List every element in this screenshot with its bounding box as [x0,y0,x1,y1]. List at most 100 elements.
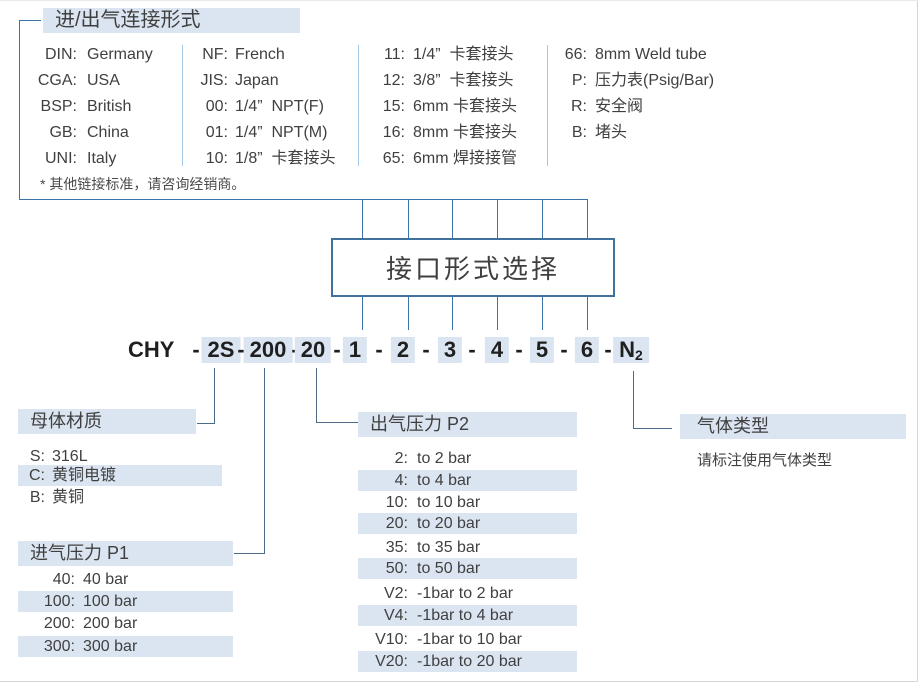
connector-stub [497,199,498,238]
model-code-dash: - [468,337,476,362]
option-label: to 50 bar [417,560,481,577]
connection-option: R:安全阀 [560,94,714,120]
option-label: -1bar to 2 bar [417,585,514,602]
elbow-line-outlet [316,422,358,423]
connector-stub [542,199,543,238]
connector-stub [452,297,453,330]
option-code: 12: [382,72,405,89]
outlet-pressure-option: V10:-1bar to 10 bar [358,629,577,650]
option-label: 黄铜 [52,489,85,506]
option-code: UNI: [45,150,77,167]
model-code-dash: - [560,337,568,362]
option-code: V20: [375,653,408,670]
outlet-pressure-option: 35:to 35 bar [358,537,577,558]
option-label: 8mm 卡套接头 [413,124,518,141]
option-code: V10: [375,631,408,648]
model-code-dash: - [422,337,430,362]
bracket-line [19,20,20,199]
interface-selection-label: 接口形式选择 [385,254,560,284]
elbow-line-gas [633,371,634,428]
option-label: Japan [235,72,279,89]
material-option: S:316L [18,446,222,467]
connection-option: CGA:USA [32,68,153,94]
option-label: 316L [52,448,88,465]
option-code: V2: [383,585,408,602]
connection-option: NF:French [198,42,335,68]
model-code-port-6: 6 [574,337,600,363]
option-code: 40: [52,571,75,588]
option-code: 20: [385,515,408,532]
connector-stub [587,199,588,238]
option-label: 压力表(Psig/Bar) [595,72,715,89]
option-label: 堵头 [595,124,628,141]
connector-stub [452,199,453,238]
outlet-pressure-option: 50:to 50 bar [358,558,577,579]
model-code-dash: - [333,337,341,362]
connection-option: UNI:Italy [32,146,153,172]
outlet-pressure-section-title: 出气压力 P2 [358,412,577,437]
option-label: to 4 bar [417,472,472,489]
model-code-outlet-pressure: 20 [294,337,332,363]
connection-option: 11:1/4” 卡套接头 [372,42,517,68]
outlet-pressure-option: V4:-1bar to 4 bar [358,605,577,626]
option-label: 1/4” NPT(M) [235,124,328,141]
option-label: 1/4” NPT(F) [235,98,324,115]
elbow-line-inlet [264,368,265,554]
option-label: 6mm 焊接接管 [413,150,518,167]
connection-option: 00:1/4” NPT(F) [198,94,335,120]
model-code-gas-type: N2 [613,337,649,363]
option-code: 01: [205,124,228,141]
connection-column-standards-2: NF:French JIS:Japan 00:1/4” NPT(F) 01: 1/… [198,42,335,172]
model-code-dash: - [515,337,523,362]
model-code-prefix: CHY [128,337,175,362]
option-code: 100: [43,593,75,610]
model-code-port-4: 4 [484,337,510,363]
option-code: C: [29,467,45,484]
connection-option: JIS:Japan [198,68,335,94]
option-code: 200: [43,615,75,632]
connection-option: BSP:British [32,94,153,120]
option-label: 1/4” 卡套接头 [413,46,514,63]
outlet-pressure-option: V20:-1bar to 20 bar [358,651,577,672]
material-option: B:黄铜 [18,487,222,508]
gas-type-section-title: 气体类型 [680,414,906,439]
option-label: 1/8” 卡套接头 [235,150,336,167]
model-code-inlet-pressure: 200 [243,337,293,363]
inlet-pressure-option: 300:300 bar [18,636,233,657]
connector-stub [587,297,588,330]
option-code: DIN: [45,46,77,63]
connection-option: 12:3/8” 卡套接头 [372,68,517,94]
bracket-line [19,199,588,200]
outlet-pressure-option: 4: to 4 bar [358,470,577,491]
column-separator [358,45,359,166]
connection-footnote: * 其他链接标准，请咨询经销商。 [40,176,246,192]
bracket-line [19,20,41,21]
connection-option: GB:China [32,120,153,146]
outlet-pressure-option: 20:to 20 bar [358,513,577,534]
outlet-pressure-option: 10:to 10 bar [358,492,577,513]
inlet-pressure-section-title: 进气压力 P1 [18,541,233,566]
elbow-line-material [214,368,215,424]
option-code: 10: [205,150,228,167]
option-code: 4: [394,472,408,489]
option-code: 65: [382,150,405,167]
connection-column-standards: DIN: Germany CGA:USA BSP:British GB:China… [32,42,153,172]
connector-stub [408,297,409,330]
option-code: V4: [383,607,408,624]
option-code: R: [571,98,587,115]
connection-option: P:压力表(Psig/Bar) [560,68,714,94]
option-code: NF: [202,46,228,63]
inlet-pressure-option: 200:200 bar [18,613,233,634]
connection-option: 15:6mm 卡套接头 [372,94,517,120]
option-label: Germany [87,46,153,63]
outlet-pressure-option: V2: -1bar to 2 bar [358,583,577,604]
model-code-dash: - [192,337,200,362]
option-code: B: [571,124,587,141]
option-code: 66: [564,46,587,63]
connection-option: B: 堵头 [560,120,714,146]
connection-option: 10: 1/8” 卡套接头 [198,146,336,172]
elbow-line-outlet [316,368,317,422]
connector-stub [497,297,498,330]
option-label: USA [87,72,120,89]
